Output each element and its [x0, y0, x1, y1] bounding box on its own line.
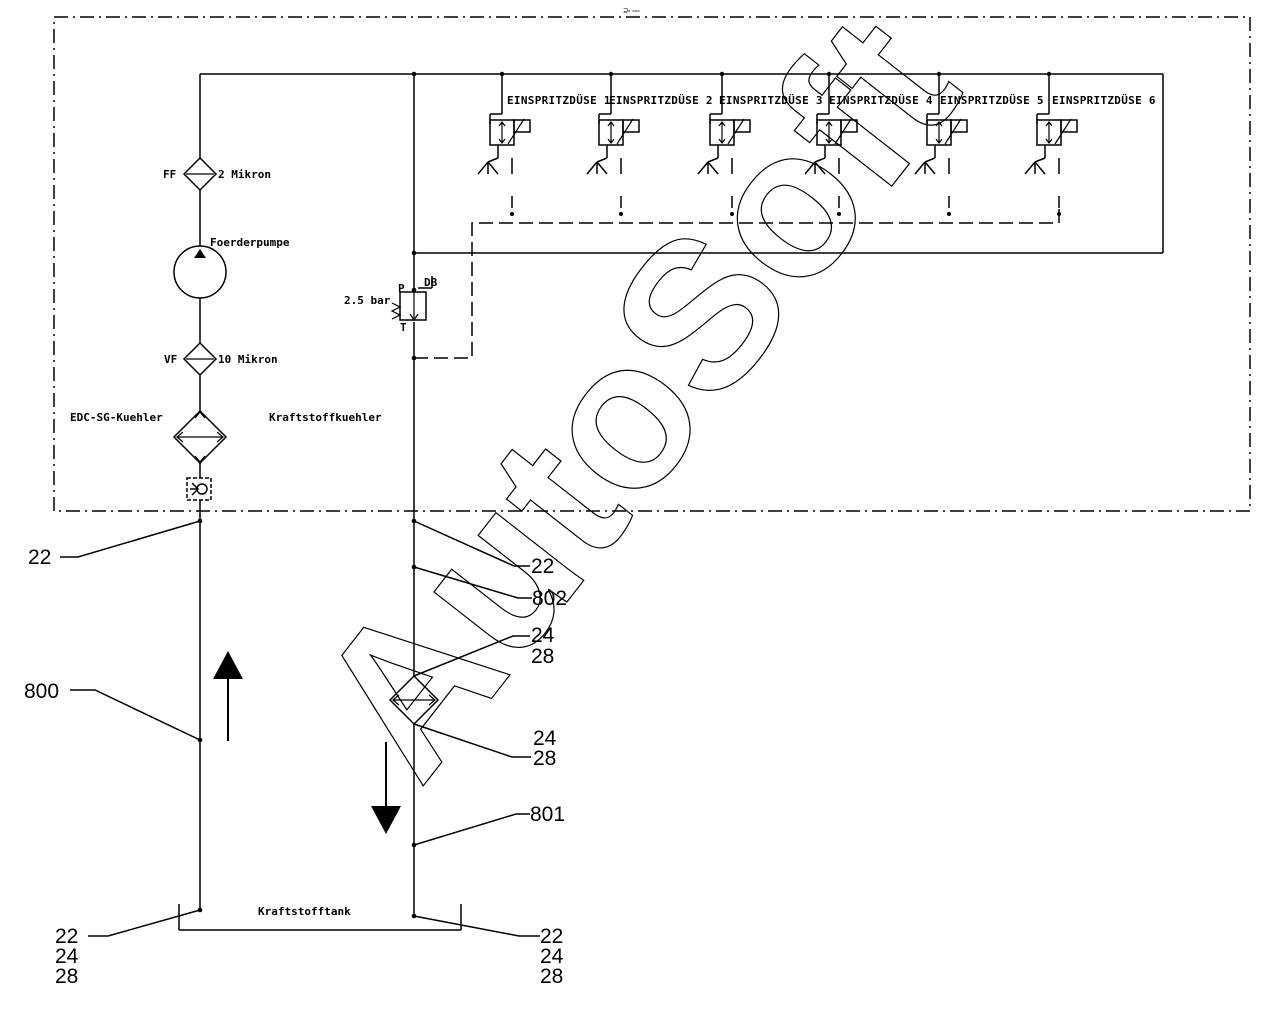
fuel-cooler-label: Kraftstoffkuehler — [269, 411, 382, 424]
port-t: T — [400, 321, 407, 334]
fine-filter-icon — [182, 156, 218, 192]
callout-left-top: 22 — [28, 546, 51, 569]
callout-left-bottom-2: 24 — [55, 945, 79, 968]
ff-label: FF — [163, 168, 176, 181]
flow-down-arrow-icon — [371, 742, 401, 834]
callout-left-bottom-1: 22 — [55, 925, 78, 948]
edc-cooler-icon — [172, 409, 228, 465]
injector-2-label: EINSPRITZDÜSE 2 — [609, 93, 713, 107]
header-mark: ⊒ₒ ₒₒₒ — [623, 7, 640, 14]
leak-return-line — [414, 204, 1060, 359]
pump-label: Foerderpumpe — [210, 236, 290, 249]
tank-label: Kraftstofftank — [258, 905, 351, 918]
flow-up-arrow-icon — [213, 651, 243, 741]
injector-6-label: EINSPRITZDÜSE 6 — [1052, 93, 1156, 107]
injector-3-label: EINSPRITZDÜSE 3 — [719, 93, 823, 107]
feed-pump-icon — [173, 245, 227, 299]
ff-rating: 2 Mikron — [218, 168, 271, 181]
supply-lines — [199, 73, 1164, 916]
system-boundary — [53, 16, 1251, 512]
callout-right-bottom-3: 28 — [540, 965, 563, 988]
callout-hx-bottom-2: 28 — [533, 747, 556, 770]
vf-rating: 10 Mikron — [218, 353, 278, 366]
prefilter-icon — [182, 341, 218, 377]
callout-hx-top-2: 28 — [531, 645, 554, 668]
callout-hx-bottom-1: 24 — [533, 727, 557, 750]
injector-5-label: EINSPRITZDÜSE 5 — [940, 93, 1044, 107]
callout-hx-top-1: 24 — [531, 624, 555, 647]
callout-right-22: 22 — [531, 555, 554, 578]
check-valve-icon — [186, 477, 212, 501]
vf-label: VF — [164, 353, 177, 366]
pressure-setting: 2.5 bar — [344, 294, 391, 307]
callout-left-bottom-3: 28 — [55, 965, 78, 988]
callout-left-mid: 800 — [24, 680, 59, 703]
db-label: DB — [424, 276, 438, 289]
callout-right-801: 801 — [530, 803, 565, 826]
injector-4-label: EINSPRITZDÜSE 4 — [829, 93, 933, 107]
callout-right-bottom-2: 24 — [540, 945, 564, 968]
watermark: AutoSoft — [270, 0, 1001, 818]
callout-right-802: 802 — [532, 587, 567, 610]
callout-right-bottom-1: 22 — [540, 925, 563, 948]
port-p: P — [398, 282, 405, 295]
edc-cooler-label: EDC-SG-Kuehler — [70, 411, 163, 424]
injector-1-label: EINSPRITZDÜSE 1 — [507, 93, 611, 107]
callout-leaders — [60, 520, 540, 937]
